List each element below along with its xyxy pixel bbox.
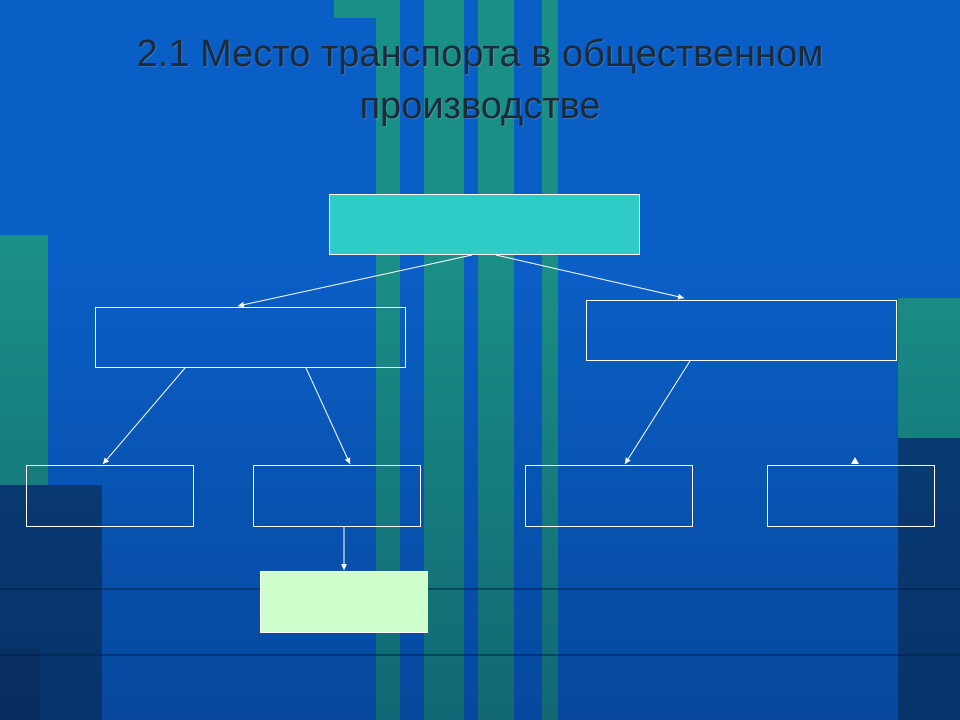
- arrow-root-to-left: [237, 254, 473, 308]
- bg-stripe: [424, 0, 464, 720]
- diagram-node-level3: [260, 571, 428, 633]
- bg-stripe: [898, 298, 960, 438]
- slide-title: 2.1 Место транспорта в общественном прои…: [60, 28, 900, 132]
- bg-stripe: [898, 438, 960, 720]
- bg-stripe: [0, 648, 40, 720]
- arrow-root-to-right: [495, 254, 685, 300]
- diagram-node-level2-a: [26, 465, 194, 527]
- diagram-node-level1-left: [95, 307, 406, 368]
- slide-title-line-1: 2.1 Место транспорта в общественном: [136, 33, 824, 75]
- slide-title-line-2: производстве: [359, 85, 601, 127]
- bg-stripe: [0, 588, 960, 590]
- diagram-node-level2-c: [525, 465, 693, 527]
- arrow-left-to-b: [305, 367, 351, 465]
- diagram-node-level2-b: [253, 465, 421, 527]
- bg-stripe: [0, 654, 960, 656]
- bg-stripe: [542, 0, 558, 720]
- arrow-right-to-c: [624, 360, 691, 465]
- bg-stripe: [334, 0, 376, 18]
- diagram-node-level1-right: [586, 300, 897, 361]
- bg-stripe: [478, 0, 514, 720]
- arrowhead-stub-d: [851, 457, 859, 464]
- diagram-node-root: [329, 194, 640, 255]
- arrow-left-to-a: [102, 367, 186, 465]
- diagram-node-level2-d: [767, 465, 935, 527]
